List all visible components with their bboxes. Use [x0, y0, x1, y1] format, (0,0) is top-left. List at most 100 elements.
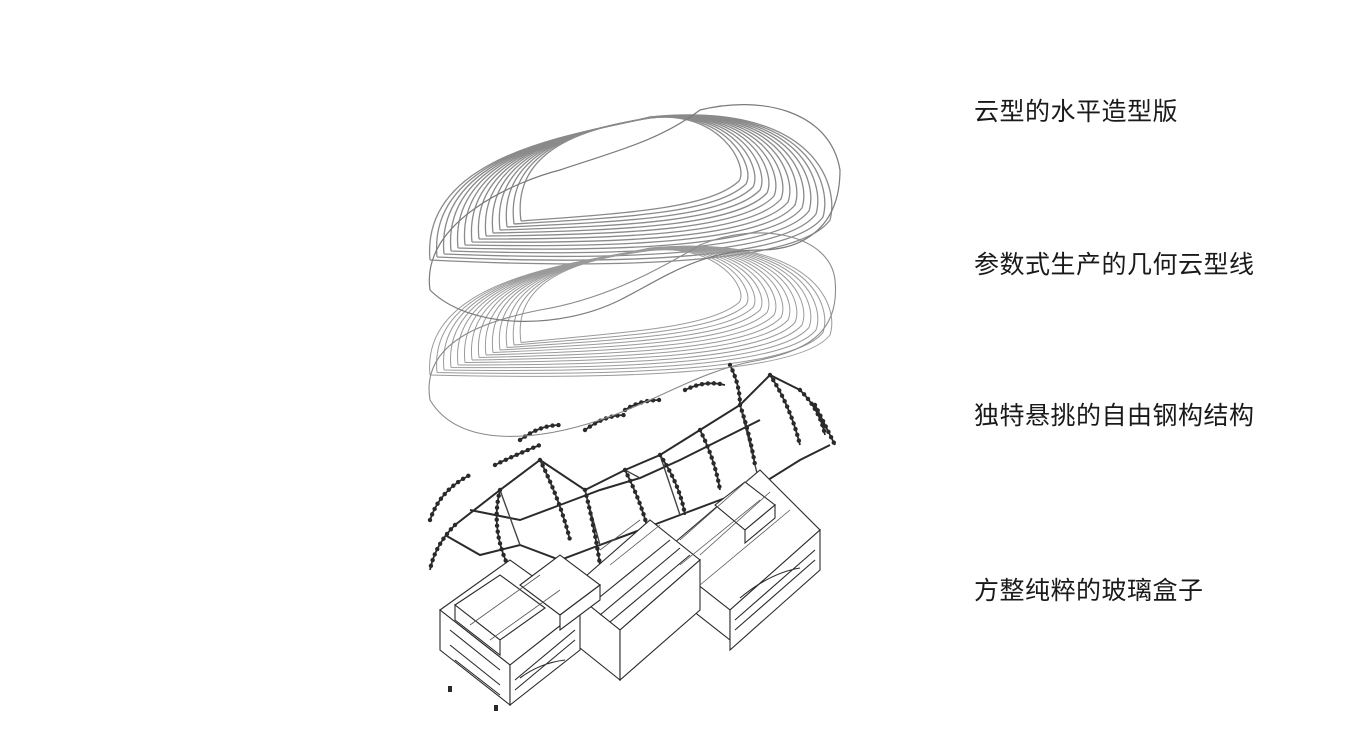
steel-joint — [430, 557, 435, 563]
contour-line — [478, 247, 784, 358]
steel-joint — [586, 505, 592, 510]
steel-joint — [767, 372, 773, 378]
steel-joint — [657, 452, 663, 458]
steel-joint — [428, 563, 434, 569]
steel-joint — [667, 468, 672, 473]
contour-line — [436, 246, 826, 374]
steel-joint — [699, 382, 705, 387]
steel-joint — [595, 546, 600, 551]
steel-joint — [779, 393, 785, 398]
steel-joint — [446, 487, 452, 492]
cloud-top-outline — [428, 104, 841, 322]
steel-joint — [632, 489, 638, 494]
steel-joint — [501, 552, 506, 558]
steel-joint — [550, 485, 555, 490]
steel-joint — [784, 404, 790, 409]
parametric-cloud-lines — [429, 245, 833, 377]
steel-joint — [676, 490, 682, 495]
steel-joint — [823, 424, 828, 429]
steel-joint — [709, 455, 714, 460]
steel-joint — [514, 452, 519, 457]
right-wing-side — [729, 528, 821, 652]
contour-line — [519, 249, 742, 343]
steel-joint — [678, 495, 684, 501]
steel-joint — [466, 473, 471, 479]
contour-line — [477, 115, 784, 240]
steel-joint — [429, 512, 435, 517]
steel-joint — [550, 423, 555, 428]
roof-grid — [469, 477, 791, 641]
steel-joint — [796, 438, 802, 443]
steel-joint — [828, 434, 834, 440]
steel-joint — [782, 398, 787, 404]
steel-joint — [536, 443, 542, 448]
contour-line — [470, 115, 791, 243]
steel-joint — [713, 466, 718, 472]
steel-joint — [752, 460, 757, 466]
steel-joint — [821, 428, 827, 434]
contour-line — [457, 115, 805, 250]
contour-line — [505, 116, 756, 228]
steel-joint — [621, 412, 626, 418]
steel-joint — [656, 397, 662, 403]
contour-line — [484, 247, 777, 356]
steel-joint — [503, 558, 508, 563]
steel-joint — [584, 493, 589, 499]
steel-joint — [562, 518, 567, 524]
steel-joint — [717, 381, 723, 387]
contour-line — [505, 248, 756, 348]
steel-joint — [787, 409, 792, 415]
steel-joint — [582, 427, 588, 433]
steel-joint — [734, 379, 739, 384]
steel-joint — [499, 547, 504, 552]
steel-joint — [777, 388, 782, 393]
steel-joint — [494, 511, 499, 516]
steel-joint — [545, 474, 550, 479]
steel-joint — [509, 455, 514, 460]
steel-joint — [556, 501, 562, 507]
steel-joint — [537, 457, 543, 463]
steel-joint — [831, 440, 836, 445]
steel-joint — [560, 513, 566, 518]
steel-joint — [707, 449, 712, 455]
steel-joint — [680, 501, 685, 506]
steel-joint — [739, 408, 745, 413]
steel-joint — [441, 536, 446, 541]
steel-joint — [435, 501, 440, 506]
steel-joint — [442, 491, 447, 497]
steel-joint — [497, 487, 503, 493]
steel-joint — [538, 426, 544, 431]
label-glass-box: 方整纯粹的玻璃盒子 — [974, 576, 1204, 605]
steel-joint — [589, 517, 594, 522]
steel-joint — [743, 419, 748, 425]
steel-joint — [622, 467, 628, 473]
steel-joint — [544, 424, 549, 429]
contour-line — [498, 248, 763, 351]
contour-line — [463, 115, 798, 247]
steel-joint — [711, 461, 716, 466]
steel-joint — [497, 541, 503, 546]
steel-joint — [661, 457, 666, 463]
contour-line — [436, 114, 826, 261]
steel-joint — [820, 418, 826, 424]
steel-joint — [564, 524, 569, 530]
steel-joint — [452, 522, 458, 528]
steel-joint — [432, 552, 437, 557]
steel-joint — [809, 401, 814, 406]
roof-box-1-front — [454, 603, 501, 657]
steel-joint — [517, 437, 523, 443]
contour-line — [464, 247, 798, 363]
steel-joint — [789, 415, 794, 420]
steel-joint — [672, 478, 677, 484]
label-parametric-cloud-lines: 参数式生产的几何云型线 — [974, 250, 1255, 279]
steel-joint — [797, 387, 803, 393]
exploded-axonometric-diagram — [427, 104, 841, 711]
steel-joint — [705, 381, 711, 386]
steel-joint — [812, 402, 818, 408]
steel-joint — [664, 462, 669, 468]
steel-joint — [791, 421, 796, 426]
steel-joint — [674, 484, 680, 489]
steel-joint — [565, 530, 571, 535]
steel-joint — [736, 391, 742, 396]
contour-line — [484, 115, 777, 237]
